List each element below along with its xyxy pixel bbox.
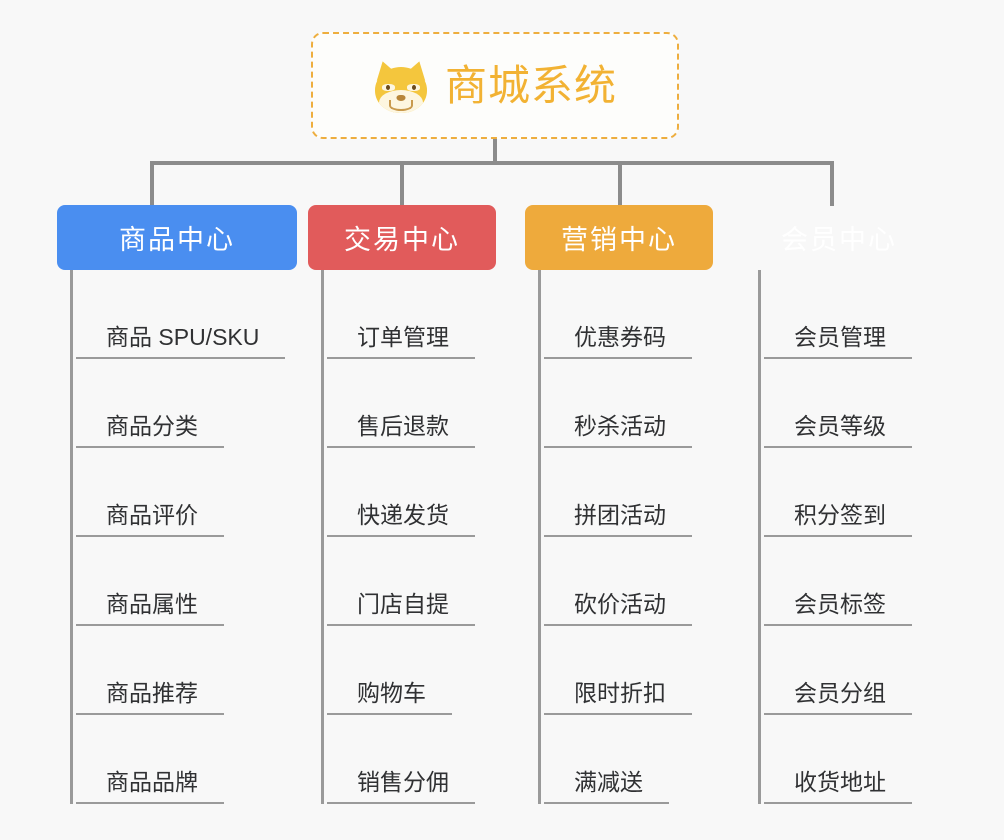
leaf-label: 限时折扣 xyxy=(544,679,692,715)
leaf-label: 订单管理 xyxy=(327,323,475,359)
leaf-label: 商品品牌 xyxy=(76,768,224,804)
list-item[interactable]: 拼团活动 xyxy=(544,448,713,537)
list-item[interactable]: 订单管理 xyxy=(327,270,496,359)
leaf-label: 商品评价 xyxy=(76,501,224,537)
leaf-list-4: 会员管理 会员等级 积分签到 会员标签 会员分组 收货地址 xyxy=(758,270,933,804)
shiba-dog-face-icon xyxy=(372,57,430,113)
leaf-label: 售后退款 xyxy=(327,412,475,448)
list-item[interactable]: 满减送 xyxy=(544,715,713,804)
category-column-3: 营销中心 优惠券码 秒杀活动 拼团活动 砍价活动 限时折扣 满减送 xyxy=(525,205,713,804)
leaf-label: 商品属性 xyxy=(76,590,224,626)
leaf-label: 秒杀活动 xyxy=(544,412,692,448)
leaf-label: 会员管理 xyxy=(764,323,912,359)
connector-drop-3 xyxy=(618,161,622,206)
category-header-4[interactable]: 会员中心 xyxy=(745,205,933,270)
leaf-label: 销售分佣 xyxy=(327,768,475,804)
leaf-label: 拼团活动 xyxy=(544,501,692,537)
connector-horizontal-bus xyxy=(150,161,834,165)
category-column-4: 会员中心 会员管理 会员等级 积分签到 会员标签 会员分组 收货地址 xyxy=(745,205,933,804)
root-node[interactable]: 商城系统 xyxy=(311,32,679,139)
list-item[interactable]: 秒杀活动 xyxy=(544,359,713,448)
leaf-label: 收货地址 xyxy=(764,768,912,804)
leaf-label: 购物车 xyxy=(327,679,452,715)
leaf-label: 优惠券码 xyxy=(544,323,692,359)
list-item[interactable]: 商品品牌 xyxy=(76,715,297,804)
leaf-label: 砍价活动 xyxy=(544,590,692,626)
category-header-1[interactable]: 商品中心 xyxy=(57,205,297,270)
leaf-label: 商品分类 xyxy=(76,412,224,448)
list-item[interactable]: 会员等级 xyxy=(764,359,933,448)
leaf-label: 快递发货 xyxy=(327,501,475,537)
leaf-list-1: 商品 SPU/SKU 商品分类 商品评价 商品属性 商品推荐 商品品牌 xyxy=(70,270,297,804)
list-item[interactable]: 商品分类 xyxy=(76,359,297,448)
list-item[interactable]: 优惠券码 xyxy=(544,270,713,359)
list-item[interactable]: 会员管理 xyxy=(764,270,933,359)
category-column-2: 交易中心 订单管理 售后退款 快递发货 门店自提 购物车 销售分佣 xyxy=(308,205,496,804)
root-title: 商城系统 xyxy=(444,61,617,109)
list-item[interactable]: 商品 SPU/SKU xyxy=(76,270,297,359)
category-label-1: 商品中心 xyxy=(119,225,235,255)
category-label-4: 会员中心 xyxy=(781,225,897,255)
leaf-label: 商品推荐 xyxy=(76,679,224,715)
list-item[interactable]: 售后退款 xyxy=(327,359,496,448)
list-item[interactable]: 积分签到 xyxy=(764,448,933,537)
category-header-3[interactable]: 营销中心 xyxy=(525,205,713,270)
list-item[interactable]: 砍价活动 xyxy=(544,537,713,626)
category-header-2[interactable]: 交易中心 xyxy=(308,205,496,270)
connector-drop-4 xyxy=(830,161,834,206)
connector-root-stem xyxy=(493,139,497,164)
list-item[interactable]: 商品评价 xyxy=(76,448,297,537)
list-item[interactable]: 收货地址 xyxy=(764,715,933,804)
leaf-label: 会员分组 xyxy=(764,679,912,715)
leaf-label: 会员等级 xyxy=(764,412,912,448)
connector-drop-2 xyxy=(400,161,404,206)
leaf-list-2: 订单管理 售后退款 快递发货 门店自提 购物车 销售分佣 xyxy=(321,270,496,804)
leaf-label: 会员标签 xyxy=(764,590,912,626)
category-label-3: 营销中心 xyxy=(561,225,677,255)
list-item[interactable]: 销售分佣 xyxy=(327,715,496,804)
leaf-label: 门店自提 xyxy=(327,590,475,626)
list-item[interactable]: 会员分组 xyxy=(764,626,933,715)
list-item[interactable]: 购物车 xyxy=(327,626,496,715)
list-item[interactable]: 门店自提 xyxy=(327,537,496,626)
list-item[interactable]: 会员标签 xyxy=(764,537,933,626)
leaf-label: 满减送 xyxy=(544,768,669,804)
list-item[interactable]: 商品推荐 xyxy=(76,626,297,715)
leaf-list-3: 优惠券码 秒杀活动 拼团活动 砍价活动 限时折扣 满减送 xyxy=(538,270,713,804)
category-column-1: 商品中心 商品 SPU/SKU 商品分类 商品评价 商品属性 商品推荐 商品品牌 xyxy=(57,205,297,804)
category-label-2: 交易中心 xyxy=(344,225,460,255)
list-item[interactable]: 商品属性 xyxy=(76,537,297,626)
list-item[interactable]: 限时折扣 xyxy=(544,626,713,715)
list-item[interactable]: 快递发货 xyxy=(327,448,496,537)
leaf-label: 积分签到 xyxy=(764,501,912,537)
leaf-label: 商品 SPU/SKU xyxy=(76,323,286,359)
connector-drop-1 xyxy=(150,161,154,206)
